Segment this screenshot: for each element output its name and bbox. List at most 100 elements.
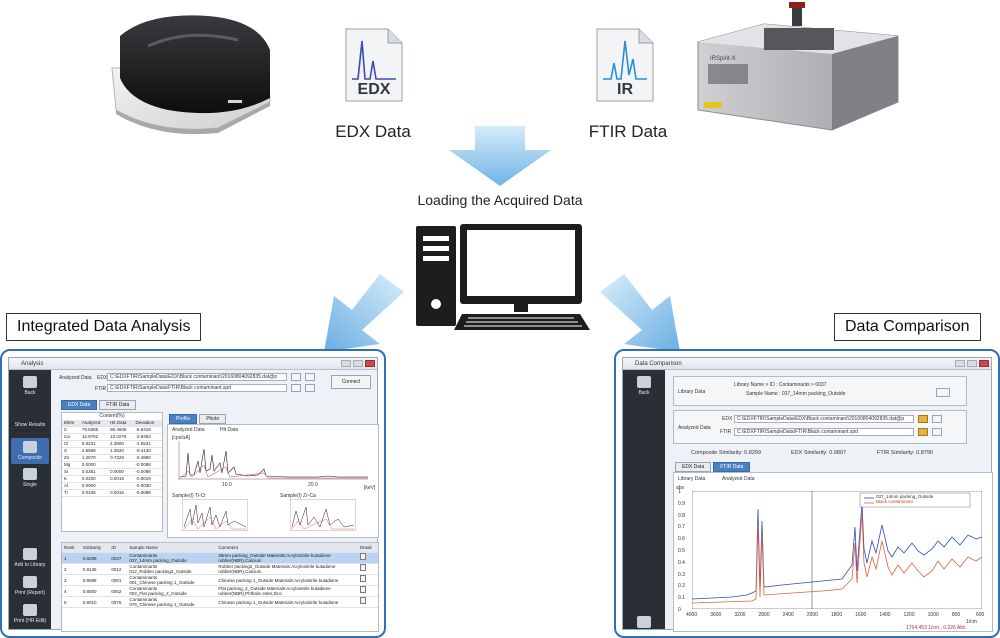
sidebar-label: Back: [24, 390, 36, 396]
ftir-data-file-icon: IR: [595, 27, 655, 103]
tab-ftir-data[interactable]: FTIR Data: [99, 400, 137, 410]
table-cell: [108, 461, 134, 469]
table-cell: -0.0019: [133, 475, 162, 483]
ir-icon-label: IR: [617, 81, 633, 98]
y-tick-label: 0.9: [678, 500, 685, 507]
close-button[interactable]: [365, 360, 375, 367]
table-cell: Mg: [62, 461, 80, 469]
edx-field-label: EDX: [722, 416, 733, 422]
table-cell: Contaminants 037_14mm packing_Outside: [127, 552, 217, 564]
sidebar-item-show-results[interactable]: Show Results: [11, 422, 49, 428]
ftir-spectrum-chart: [692, 491, 982, 609]
loading-label: Loading the Acquired Data: [417, 192, 583, 208]
ftir-path-field[interactable]: C:\EDXFTIR\SampleData\FTIR\Black contami…: [734, 428, 914, 436]
table-cell: 0.0000: [79, 461, 109, 469]
library-detail-button[interactable]: [936, 388, 950, 397]
element-content-panel: Content(%) Elem Analyzed Hit Data Deviat…: [61, 412, 163, 532]
detail-icon[interactable]: [357, 585, 378, 597]
tab-edx-data[interactable]: EDX Data: [675, 462, 712, 472]
x-tick-label: 2000: [806, 612, 818, 618]
table-cell: 1: [62, 552, 81, 564]
comparison-data-tabs: EDX Data FTIR Data: [675, 462, 751, 472]
column-header: Rank: [62, 543, 81, 553]
sidebar-item-print[interactable]: Print: [625, 616, 663, 636]
sidebar-item-back[interactable]: Back: [625, 376, 663, 396]
x-tick-label: 4000: [686, 612, 698, 618]
y-tick-label: 0.3: [678, 571, 685, 578]
tab-ftir-data[interactable]: FTIR Data: [713, 462, 751, 472]
table-cell: Cl: [62, 440, 80, 448]
x-tick-label: 1600: [855, 612, 867, 618]
minimize-button[interactable]: [341, 360, 351, 367]
tab-photo[interactable]: Photo: [199, 414, 227, 424]
single-icon: [23, 468, 37, 480]
table-cell: 0.7229: [108, 454, 134, 462]
ftir-clear-button[interactable]: [305, 384, 315, 392]
close-button[interactable]: [979, 360, 989, 367]
sidebar-item-print-report[interactable]: Print (Report): [11, 576, 49, 596]
folder-icon[interactable]: [918, 415, 928, 423]
detail-icon[interactable]: [357, 596, 378, 608]
edx-browse-button[interactable]: [291, 373, 301, 381]
edx-field-label: EDX: [97, 375, 108, 381]
column-header: Hit Data: [108, 420, 134, 427]
cursor-readout: 1764.453 1/cm , 0.326 Abs: [906, 625, 966, 631]
ftir-browse-button[interactable]: [291, 384, 301, 392]
ftir-data-caption: FTIR Data: [588, 122, 668, 141]
ftir-path-field[interactable]: C:\EDXFTIR\SampleData\FTIR\Black contami…: [107, 384, 287, 392]
table-cell: Rubber packing2_Outside Materials:Acrylo…: [216, 563, 358, 575]
detail-icon[interactable]: [357, 552, 378, 564]
edx-path-value: C:\EDXFTIR\SampleData\EDX\Black contamin…: [737, 416, 905, 422]
column-header: Deviation: [133, 420, 162, 427]
tab-profile[interactable]: Profile: [169, 414, 198, 424]
table-cell: Chinese packing 1_Outside Materials:Acry…: [216, 596, 358, 608]
table-cell: Contaminants 001_Chinese packing 1_Outsi…: [127, 574, 217, 586]
x-tick-label: 1800: [831, 612, 843, 618]
legend-analyzed: Analyzed Data: [172, 427, 205, 433]
sidebar-item-add-library[interactable]: Add to Library: [11, 548, 49, 568]
sidebar-item-single[interactable]: Single: [11, 468, 49, 488]
detail-icon[interactable]: [357, 574, 378, 586]
edx-path-field[interactable]: C:\EDXFTIR\SampleData\EDX\Black contamin…: [734, 415, 914, 423]
table-cell: 0.8299: [80, 552, 110, 564]
edx-clear-button[interactable]: [932, 415, 942, 423]
library-data-label: Library Data: [678, 389, 706, 395]
tab-edx-data[interactable]: EDX Data: [61, 400, 98, 410]
folder-icon[interactable]: [918, 428, 928, 436]
edx-path-field[interactable]: C:\EDXFTIR\SampleData\EDX\Black contamin…: [107, 373, 287, 381]
sidebar-item-print-hr[interactable]: Print (HR Edit): [11, 604, 49, 624]
back-icon: [23, 376, 37, 388]
edx-clear-button[interactable]: [305, 373, 315, 381]
connect-button[interactable]: Connect: [331, 375, 371, 389]
detail-icon[interactable]: [357, 563, 378, 575]
table-cell: 12.9762: [79, 433, 109, 441]
analysis-sidebar: Back Show Results Composite Single Add t…: [9, 370, 51, 629]
table-cell: -0.0030: [133, 482, 162, 490]
sidebar-label: Show Results: [14, 422, 46, 428]
sidebar-item-composite[interactable]: Composite: [11, 438, 49, 464]
table-cell: Al: [62, 482, 80, 490]
analysis-window-title: Analysis: [21, 361, 44, 367]
maximize-button[interactable]: [967, 360, 977, 367]
ftir-instrument-image: IRSpirit-X: [692, 2, 902, 134]
table-cell: -6.6318: [133, 426, 162, 434]
sidebar-label: Single: [23, 482, 37, 488]
ftir-clear-button[interactable]: [932, 428, 942, 436]
legend-analyzed: Analyzed Data: [722, 476, 755, 482]
table-cell: 0.0361: [79, 468, 109, 476]
table-cell: -0.0088: [133, 489, 162, 497]
sidebar-item-back[interactable]: Back: [11, 376, 49, 396]
column-header: Elem: [62, 420, 80, 427]
minimize-button[interactable]: [955, 360, 965, 367]
y-tick-label: 0.8: [678, 512, 685, 519]
y-tick-label: 0: [678, 607, 681, 613]
computer-icon: [414, 222, 594, 334]
maximize-button[interactable]: [353, 360, 363, 367]
sidebar-label: Print (HR Edit): [13, 618, 47, 624]
